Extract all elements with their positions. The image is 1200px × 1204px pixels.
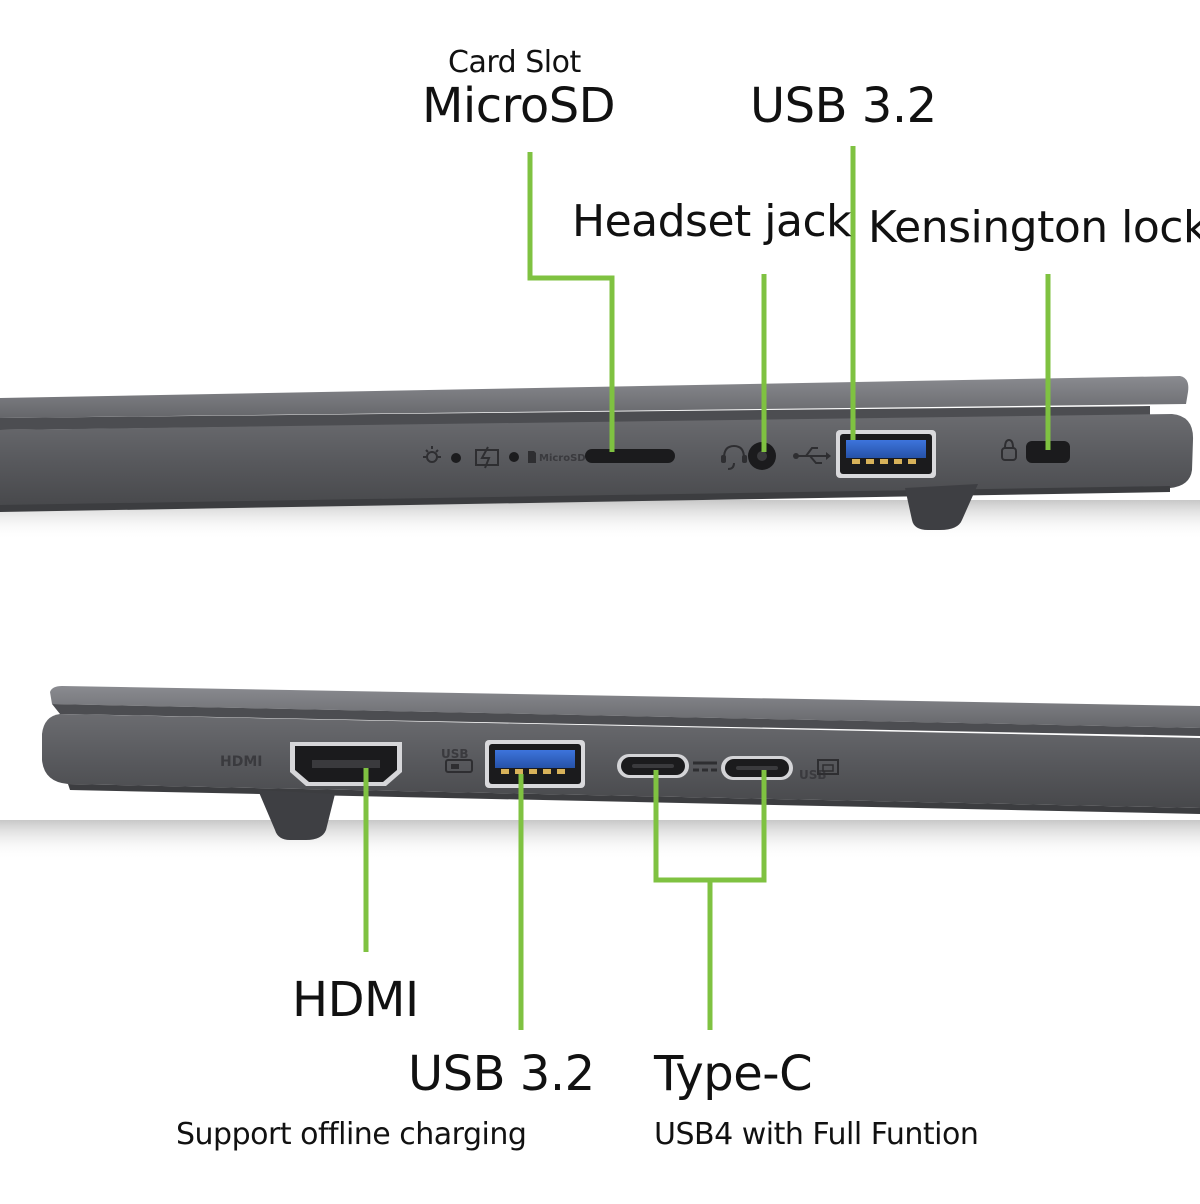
svg-text:USB: USB [441, 747, 469, 761]
type-c-port-2 [721, 756, 793, 780]
type-c-port-1 [617, 754, 689, 778]
light-sensor-icon [423, 446, 441, 463]
laptop-foot [905, 484, 978, 530]
lock-icon [1001, 438, 1017, 461]
kensington-slot [1026, 441, 1070, 463]
usb-a-port-left [485, 740, 585, 788]
kensington-label: Kensington lock [868, 202, 1200, 253]
dc-power-icon [693, 761, 717, 772]
usb-sublabel: Support offline charging [176, 1117, 527, 1152]
headset-icon [721, 444, 747, 470]
laptop-shadow-left [0, 820, 1200, 860]
usb-icon [793, 447, 831, 464]
microsd-slot [585, 449, 675, 463]
lid-seam [0, 406, 1150, 430]
usb-charge-icon: USB [441, 747, 473, 773]
headset-jack-hole [757, 451, 767, 461]
battery-charging-icon [475, 446, 499, 469]
base-bottom-edge-left [68, 784, 1200, 814]
sd-card-icon [528, 451, 536, 463]
laptop-left-side: HDMI USB [0, 686, 1200, 860]
laptop-lid-left [50, 686, 1200, 728]
power-led [451, 453, 461, 463]
microsd-label: MicroSD [422, 78, 616, 134]
svg-text:USB: USB [799, 768, 827, 782]
microsd-engraving: MicroSD [539, 453, 586, 464]
usb-label-right: USB 3.2 [750, 78, 937, 134]
hdmi-label: HDMI [292, 972, 419, 1028]
lid-seam-left [52, 704, 1200, 736]
leader-microsd [527, 152, 615, 452]
base-bottom-edge [0, 486, 1170, 512]
usb-a-port-right [836, 430, 936, 478]
usb-label-left: USB 3.2 [408, 1046, 595, 1102]
hdmi-port [290, 742, 402, 786]
typec-label: Type-C [654, 1046, 813, 1102]
headset-label: Headset jack [572, 196, 852, 247]
laptop-right-side: MicroSD [0, 376, 1200, 540]
laptop-foot-left [258, 790, 335, 840]
battery-led [509, 452, 519, 462]
hdmi-engraving: HDMI [220, 754, 262, 770]
card-slot-caption: Card Slot [448, 45, 581, 80]
laptop-lid [0, 376, 1189, 418]
typec-sublabel: USB4 with Full Funtion [654, 1117, 979, 1152]
leader-lines [363, 146, 1051, 1030]
usb-display-icon: USB [799, 759, 839, 782]
